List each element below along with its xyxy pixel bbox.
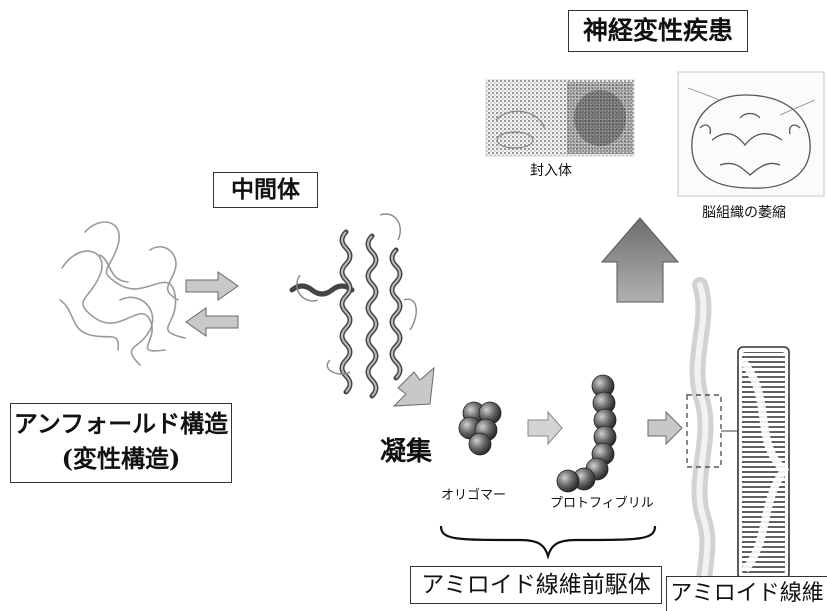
oligomer-spheres — [458, 401, 502, 456]
disease-label: 神経変性疾患 — [568, 10, 748, 52]
intermediate-helix-bundle — [289, 213, 417, 399]
precursor-label: アミロイド線維前駆体 — [410, 566, 662, 604]
unfolded-label-line1: アンフォールド構造 — [13, 409, 229, 438]
brain-atrophy-illustration — [677, 71, 825, 197]
oligomer-to-protofibril-arrow-icon — [527, 410, 563, 446]
protofibril-spheres — [556, 374, 617, 493]
protofibril-label: プロトフィブリル — [550, 496, 654, 511]
inclusion-body-label: 封入体 — [530, 163, 572, 179]
amyloid-fiber-label: アミロイド線維 — [666, 576, 827, 611]
intermediate-label: 中間体 — [213, 172, 318, 208]
double-arrow-icon — [185, 271, 239, 337]
unfolded-structure-label: アンフォールド構造 (変性構造) — [10, 403, 232, 483]
brain-atrophy-label: 脳組織の萎縮 — [702, 205, 786, 221]
protofibril-to-fiber-arrow-icon — [647, 410, 683, 446]
amyloid-fiber-strand — [686, 277, 740, 611]
aggregation-label: 凝集 — [380, 437, 433, 467]
unfolded-label-line2: (変性構造) — [61, 444, 181, 473]
aggregation-arrow-icon — [392, 366, 435, 407]
fiber-beta-sheet-zoom — [737, 346, 790, 580]
unfolded-protein-chain — [59, 221, 186, 366]
up-arrow-icon — [600, 217, 680, 303]
inclusion-body-micrograph — [485, 79, 635, 157]
oligomer-label: オリゴマー — [441, 488, 507, 503]
precursor-brace — [439, 525, 657, 560]
